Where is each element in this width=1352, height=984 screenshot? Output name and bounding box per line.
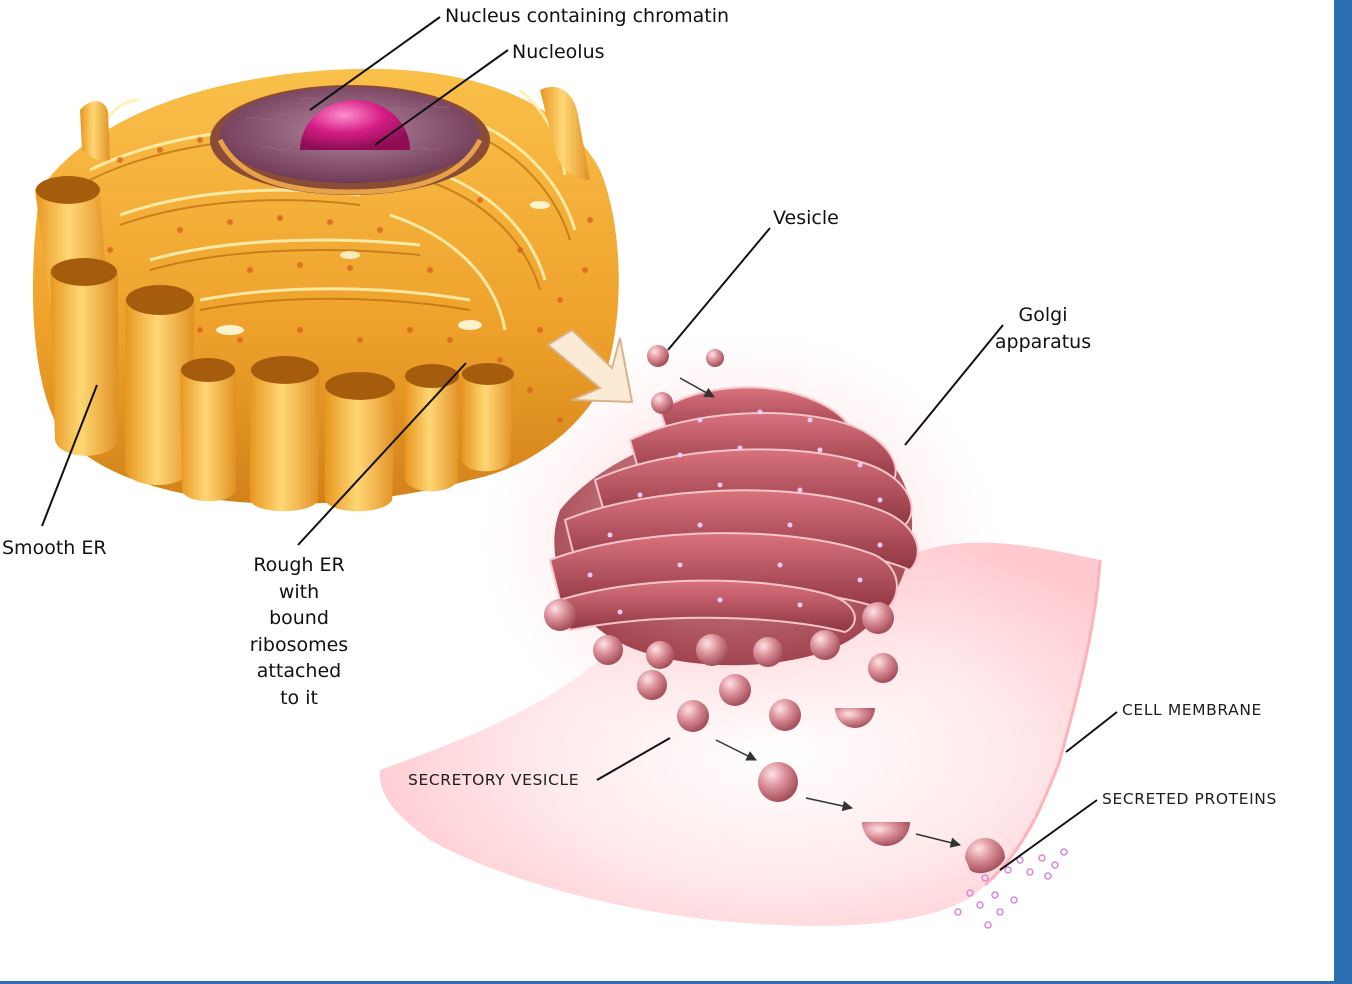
frame-bottom-border bbox=[0, 981, 1352, 984]
secretory-vesicle-3 bbox=[758, 762, 798, 802]
label-rough-er-line-2: with bbox=[278, 580, 320, 603]
vesicle-5 bbox=[719, 674, 751, 706]
leader-lines bbox=[41, 16, 1118, 871]
leader-nucleus bbox=[309, 16, 441, 111]
label-rough-er-line-3: bound bbox=[269, 607, 329, 629]
flow-arrows bbox=[679, 377, 962, 848]
leader-secreted-proteins bbox=[999, 799, 1098, 871]
vesicle-4 bbox=[637, 670, 667, 700]
golgi-cisternae bbox=[548, 386, 919, 634]
label-rough-er-line-5: attached bbox=[256, 660, 342, 682]
leader-secretory-vesicle bbox=[596, 737, 671, 781]
leader-nucleolus bbox=[374, 49, 509, 146]
label-rough-er-line-1: Rough ER bbox=[253, 554, 345, 576]
flow-arrow bbox=[546, 328, 634, 404]
frame-right-border bbox=[1334, 0, 1352, 984]
open-vesicles bbox=[835, 708, 1005, 874]
label-rough-er-line-4: ribosomes bbox=[249, 633, 349, 656]
label-secreted-proteins: SECRETED PROTEINS bbox=[1102, 790, 1277, 808]
label-nucleolus: Nucleolus bbox=[512, 41, 605, 63]
label-vesicle: Vesicle bbox=[773, 207, 839, 229]
label-rough-er: Rough ER with bound ribosomes attached t… bbox=[238, 552, 360, 711]
secretory-vesicle-2 bbox=[769, 699, 801, 731]
vesicles bbox=[637, 345, 898, 802]
label-golgi-line-2: apparatus bbox=[994, 330, 1092, 353]
secretory-vesicle-1 bbox=[677, 700, 709, 732]
ribosomes bbox=[107, 137, 593, 423]
label-golgi: Golgi apparatus bbox=[993, 302, 1093, 355]
golgi-apparatus bbox=[544, 386, 919, 669]
leader-cell-membrane bbox=[1065, 711, 1118, 753]
chromatin-texture bbox=[244, 97, 451, 151]
vesicle-1 bbox=[647, 345, 669, 367]
nucleus bbox=[210, 85, 490, 195]
leader-golgi bbox=[904, 324, 1004, 446]
arrow-2 bbox=[805, 797, 854, 812]
endoplasmic-reticulum bbox=[32, 68, 619, 512]
secreted-protein-dots bbox=[954, 848, 1068, 929]
label-rough-er-line-6: to it bbox=[280, 686, 318, 709]
golgi-proteins bbox=[587, 409, 883, 615]
vesicle-6 bbox=[868, 653, 898, 683]
label-smooth-er: Smooth ER bbox=[2, 537, 107, 559]
vesicle-2 bbox=[706, 349, 724, 367]
arrow-vesicle-to-golgi bbox=[679, 377, 715, 398]
fusing-vesicle bbox=[965, 838, 1005, 874]
leader-smooth-er bbox=[41, 384, 98, 527]
vesicle-3 bbox=[651, 392, 673, 414]
nuclear-rim bbox=[217, 138, 483, 195]
arrow-3 bbox=[915, 833, 962, 848]
smooth-er-tubes bbox=[35, 86, 590, 512]
er-highlights bbox=[216, 201, 550, 335]
golgi-buds bbox=[544, 599, 894, 669]
label-nucleus: Nucleus containing chromatin bbox=[445, 5, 730, 27]
leader-rough-er bbox=[297, 362, 467, 546]
arrow-1 bbox=[715, 739, 757, 761]
label-secretory-vesicle: SECRETORY VESICLE bbox=[408, 771, 580, 789]
nucleolus-shape bbox=[300, 100, 410, 150]
leader-vesicle bbox=[667, 227, 771, 351]
label-cell-membrane: CELL MEMBRANE bbox=[1122, 701, 1262, 719]
label-golgi-line-1: Golgi bbox=[1018, 304, 1068, 326]
cell-membrane-edge bbox=[984, 559, 1102, 887]
